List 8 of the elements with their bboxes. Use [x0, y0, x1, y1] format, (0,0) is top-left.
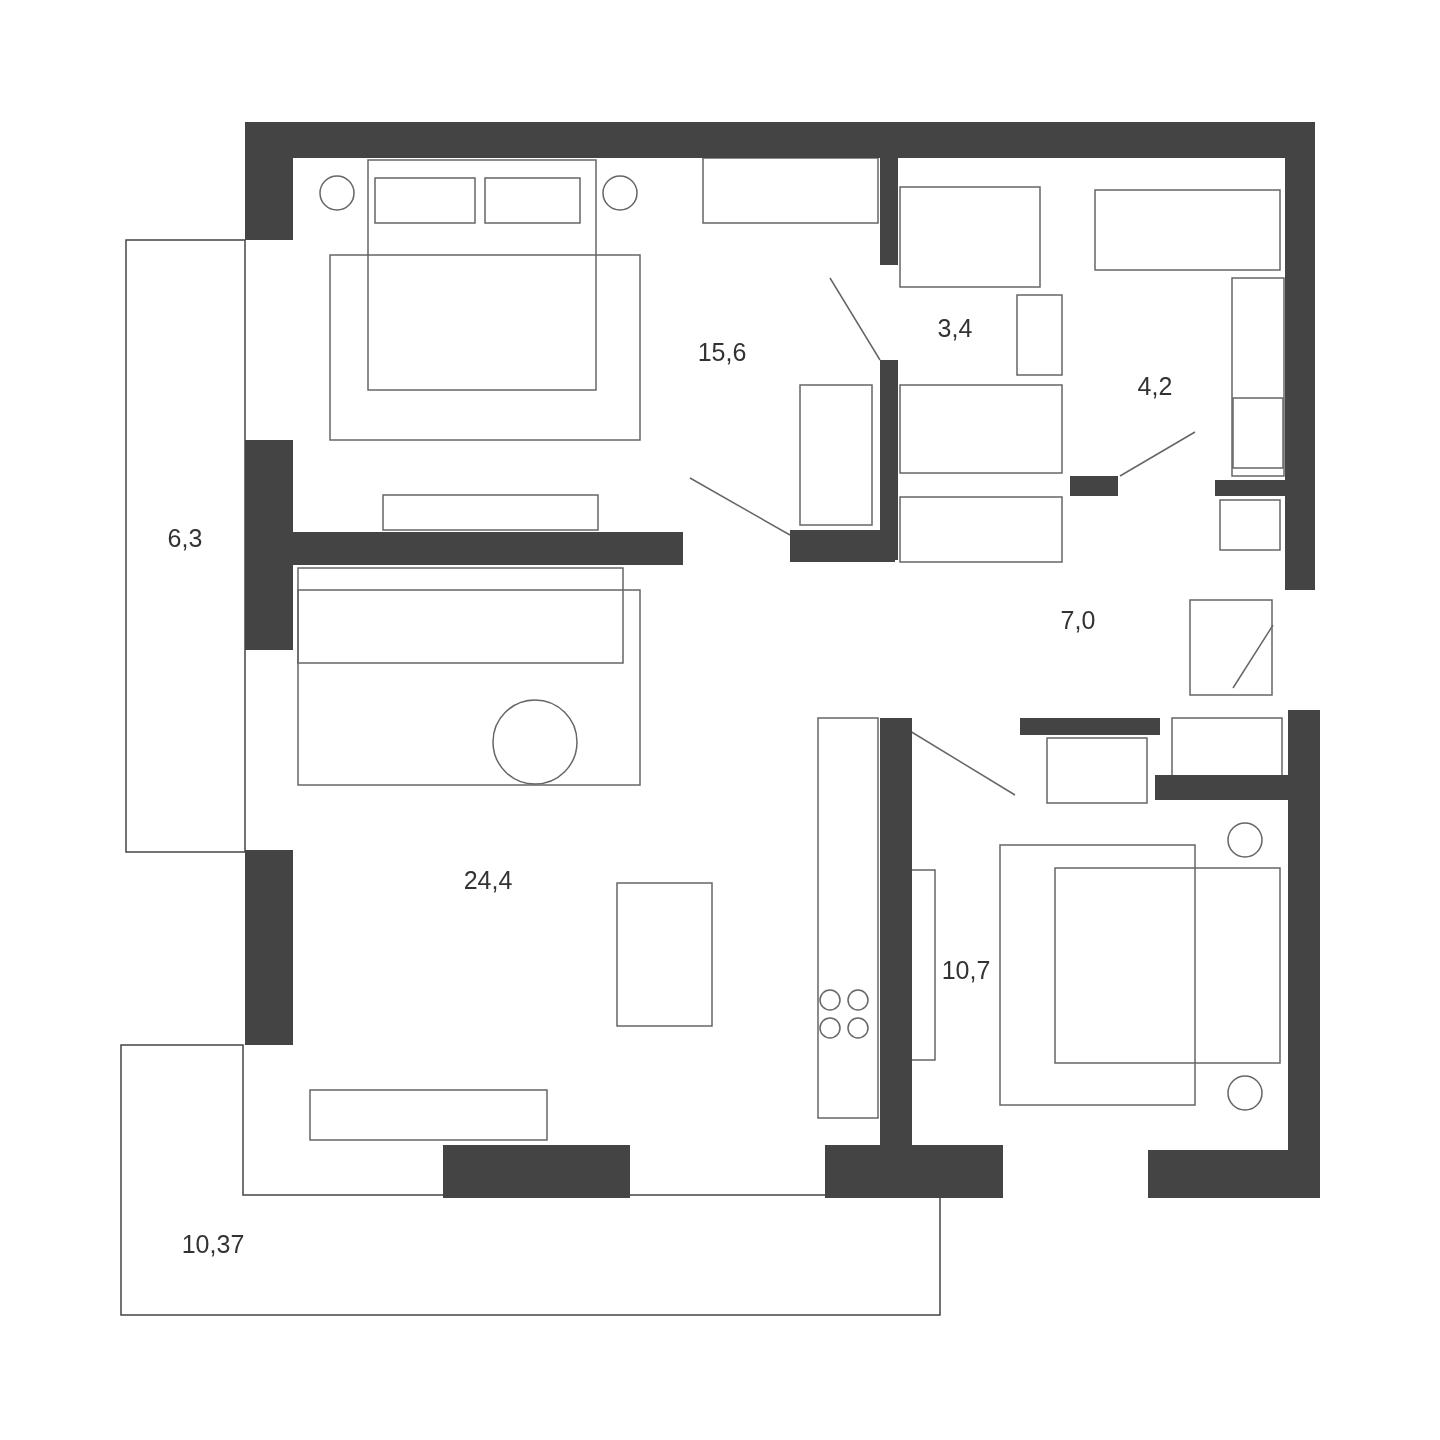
- room-area-label: 6,3: [167, 523, 203, 553]
- room-area-label: 10,7: [941, 955, 991, 985]
- room-area-label: 7,0: [1060, 605, 1096, 635]
- room-area-label: 3,4: [937, 313, 973, 343]
- room-area-label: 15,6: [697, 337, 747, 367]
- room-area-label: 4,2: [1137, 371, 1173, 401]
- room-area-label: 24,4: [463, 865, 513, 895]
- room-area-label: 10,37: [181, 1229, 245, 1259]
